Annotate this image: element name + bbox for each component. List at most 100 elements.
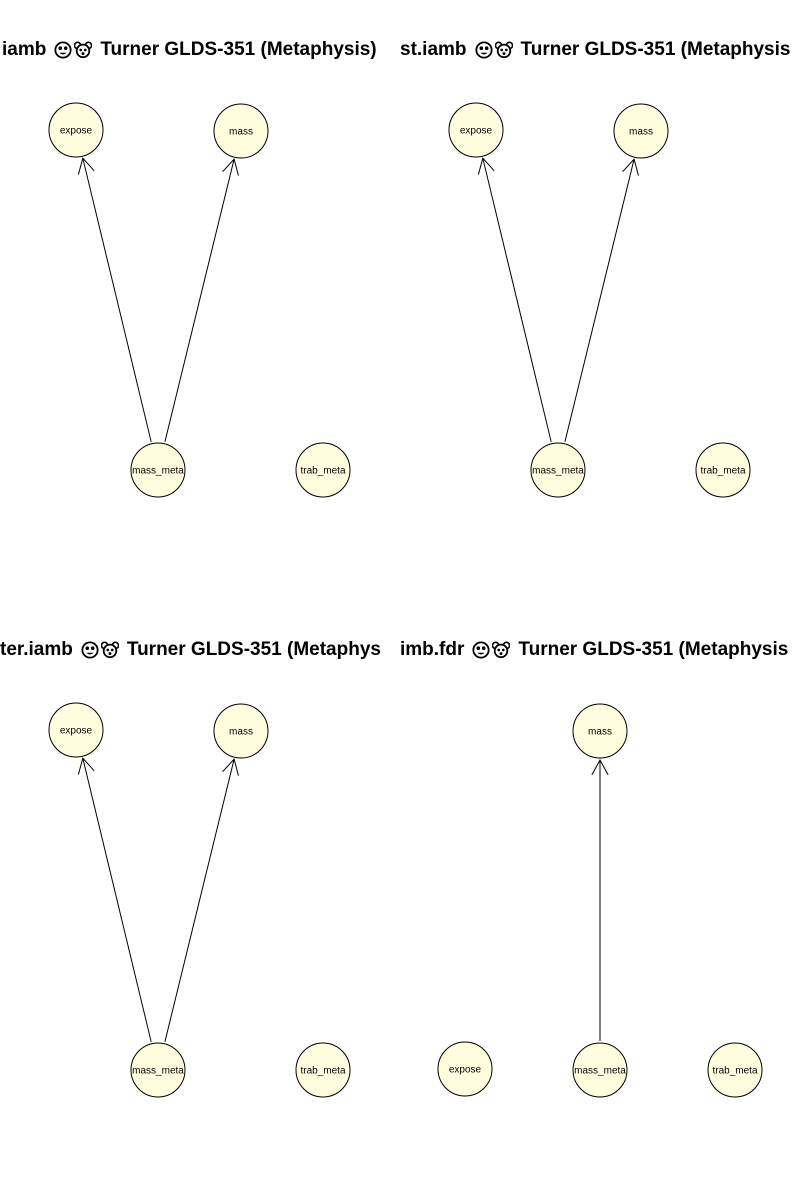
node-label: mass [229, 127, 253, 138]
edge-mass_meta-to-mass [164, 758, 239, 1042]
mouse-face-icon [100, 641, 119, 659]
monkey-face-icon [472, 641, 490, 659]
node-circle [295, 442, 351, 498]
edge-arrowhead [222, 758, 239, 776]
edge-arrowhead [77, 157, 95, 175]
edge-arrowhead [622, 158, 639, 176]
network-graph: expose mass mass_meta trab_meta [448, 102, 751, 498]
edge-mass_meta-to-expose [77, 757, 152, 1042]
node-circle [130, 442, 186, 498]
mouse-face-icon [492, 641, 511, 659]
panel-title: st.iamb Turner GLDS-351 (Metaphysis [400, 38, 790, 62]
node-trab-meta: trab_meta [295, 1042, 351, 1098]
network-panel-3: ter.iamb Turner GLDS-351 (Metaphys expos… [0, 600, 400, 1200]
edge-mass_meta-to-mass [164, 158, 239, 442]
edge-line [82, 758, 152, 1042]
node-trab-meta: trab_meta [695, 442, 751, 498]
panel-title: iamb Turner GLDS-351 (Metaphysis) [2, 38, 377, 62]
node-circle [707, 1042, 763, 1098]
edge-arrowhead [591, 758, 609, 776]
node-label: mass [588, 727, 612, 738]
edge-arrowhead [77, 757, 95, 775]
node-circle [613, 103, 669, 159]
node-label: trab_meta [300, 466, 345, 477]
node-expose: expose [448, 102, 504, 158]
node-expose: expose [437, 1041, 493, 1097]
network-panel-1: iamb Turner GLDS-351 (Metaphysis) expose… [0, 0, 400, 600]
edge-mass_meta-to-expose [477, 157, 552, 442]
title-icons [81, 641, 119, 659]
title-icons [474, 41, 513, 59]
node-label: expose [60, 126, 93, 137]
node-mass-meta: mass_meta [130, 442, 186, 498]
node-circle [213, 103, 269, 159]
edge-mass_meta-to-expose [77, 157, 152, 442]
edge-line [564, 159, 635, 442]
edge-line [164, 759, 235, 1042]
node-label: expose [60, 726, 93, 737]
panel-title-dataset: Turner GLDS-351 (Metaphysis [518, 639, 789, 660]
node-mass: mass [213, 103, 269, 159]
network-graph: expose mass mass_meta trab_meta [48, 702, 351, 1098]
node-circle [448, 102, 504, 158]
panel-title-dataset: Turner GLDS-351 (Metaphysis) [100, 39, 377, 60]
node-circle [437, 1041, 493, 1097]
node-circle [48, 102, 104, 158]
network-panel-4: imb.fdr Turner GLDS-351 (Metaphysis expo… [400, 600, 800, 1200]
edge-mass_meta-to-mass [591, 758, 609, 1041]
panel-title: imb.fdr Turner GLDS-351 (Metaphysis [400, 638, 788, 662]
node-circle [295, 1042, 351, 1098]
node-circle [48, 702, 104, 758]
edge-line [482, 158, 552, 442]
node-label: trab_meta [700, 466, 745, 477]
node-circle [130, 1042, 186, 1098]
node-mass: mass [572, 703, 628, 759]
title-icons [54, 41, 93, 59]
edge-line [164, 159, 235, 442]
node-mass-meta: mass_meta [530, 442, 586, 498]
panel-title-dataset: Turner GLDS-351 (Metaphys [126, 639, 381, 660]
node-expose: expose [48, 102, 104, 158]
monkey-face-icon [474, 41, 493, 59]
node-mass-meta: mass_meta [572, 1042, 628, 1098]
monkey-face-icon [54, 41, 72, 59]
node-label: mass [629, 127, 653, 138]
mouse-face-icon [494, 41, 513, 59]
node-label: mass_meta [574, 1066, 626, 1077]
edge-arrowhead [222, 158, 239, 176]
node-label: trab_meta [300, 1066, 345, 1077]
mouse-face-icon [74, 41, 93, 59]
node-label: mass_meta [132, 1066, 184, 1077]
node-circle [530, 442, 586, 498]
node-mass-meta: mass_meta [130, 1042, 186, 1098]
node-mass: mass [213, 703, 269, 759]
node-label: mass [229, 727, 253, 738]
node-label: trab_meta [712, 1066, 757, 1077]
panel-title-dataset: Turner GLDS-351 (Metaphysis [520, 39, 791, 60]
panel-title-algorithm: imb.fdr [400, 639, 465, 660]
node-label: mass_meta [532, 466, 584, 477]
edge-line [82, 158, 152, 442]
panel-title: ter.iamb Turner GLDS-351 (Metaphys [0, 638, 381, 662]
title-icons [472, 641, 511, 659]
network-graph: expose mass mass_meta trab_meta [437, 703, 763, 1098]
node-circle [572, 703, 628, 759]
monkey-face-icon [81, 641, 99, 659]
node-circle [695, 442, 751, 498]
node-label: mass_meta [132, 466, 184, 477]
panel-title-algorithm: ter.iamb [0, 639, 73, 660]
node-label: expose [460, 126, 493, 137]
edge-arrowhead [477, 157, 495, 175]
node-mass: mass [613, 103, 669, 159]
network-graph: expose mass mass_meta trab_meta [48, 102, 351, 498]
network-panel-2: st.iamb Turner GLDS-351 (Metaphysis expo… [400, 0, 800, 600]
node-label: expose [449, 1065, 482, 1076]
node-circle [213, 703, 269, 759]
node-circle [572, 1042, 628, 1098]
panel-title-algorithm: st.iamb [400, 39, 467, 60]
node-trab-meta: trab_meta [295, 442, 351, 498]
node-trab-meta: trab_meta [707, 1042, 763, 1098]
node-expose: expose [48, 702, 104, 758]
panel-title-algorithm: iamb [2, 39, 47, 60]
edge-mass_meta-to-mass [564, 158, 639, 442]
